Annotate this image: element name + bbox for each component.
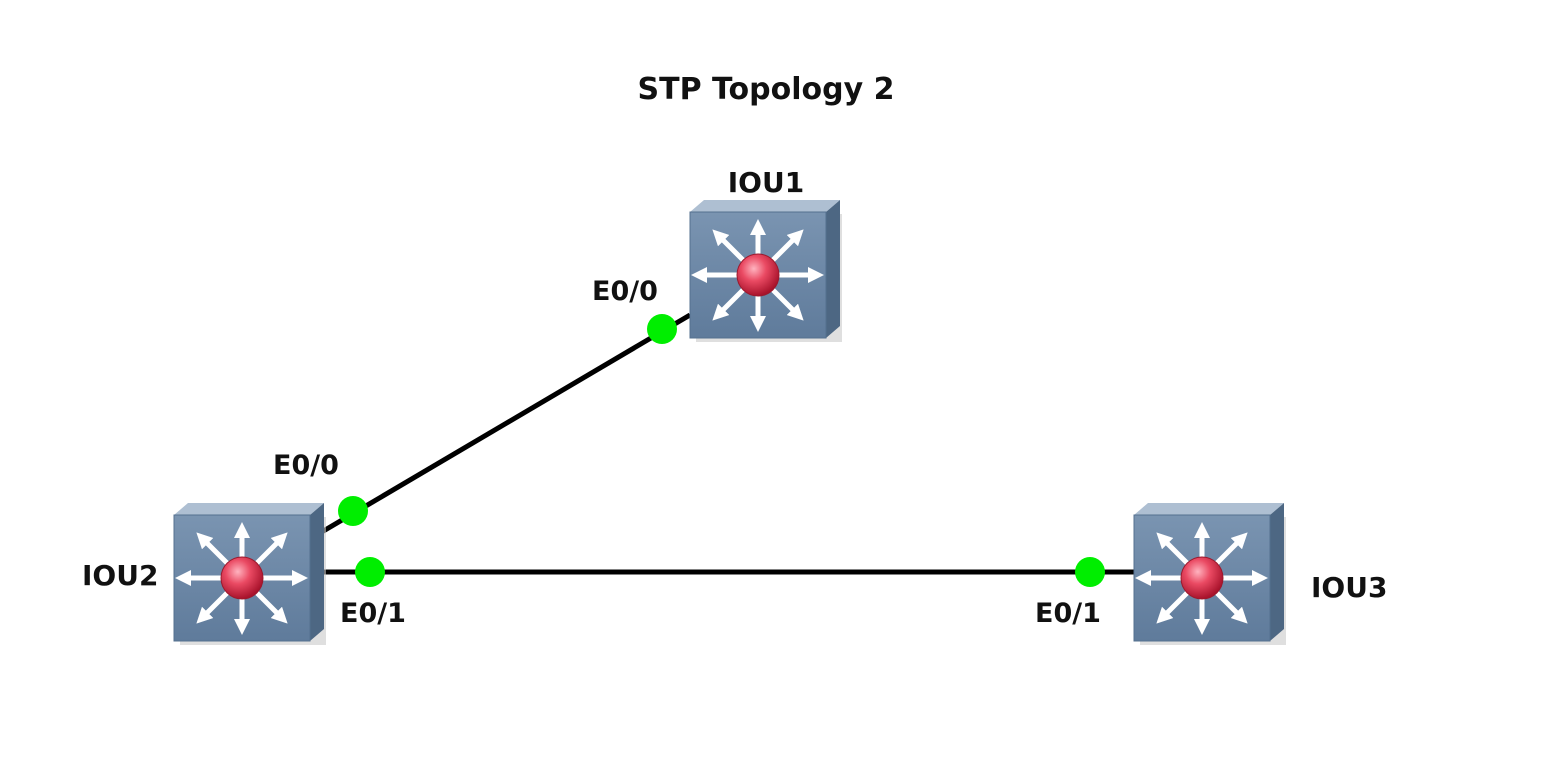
layer3-switch-icon bbox=[690, 200, 842, 342]
node-label-iou3: IOU3 bbox=[1311, 571, 1387, 604]
switch-node-iou3[interactable] bbox=[1134, 503, 1286, 645]
switch-node-iou2[interactable] bbox=[174, 503, 326, 645]
node-label-iou2: IOU2 bbox=[82, 559, 158, 592]
port-status-dot[interactable] bbox=[647, 314, 677, 344]
diagram-title: STP Topology 2 bbox=[638, 72, 895, 107]
port-status-dot[interactable] bbox=[355, 557, 385, 587]
link-iou1-iou2[interactable] bbox=[318, 312, 692, 536]
layer3-switch-icon bbox=[1134, 503, 1286, 645]
port-label-iou3-e01: E0/1 bbox=[1035, 598, 1101, 629]
layer3-switch-icon bbox=[174, 503, 326, 645]
node-label-iou1: IOU1 bbox=[728, 166, 804, 199]
port-label-iou1-e00: E0/0 bbox=[592, 276, 658, 307]
port-status-dot[interactable] bbox=[1075, 557, 1105, 587]
port-label-iou2-e01: E0/1 bbox=[340, 598, 406, 629]
switch-node-iou1[interactable] bbox=[690, 200, 842, 342]
port-label-iou2-e00: E0/0 bbox=[273, 450, 339, 481]
port-status-dot[interactable] bbox=[338, 496, 368, 526]
